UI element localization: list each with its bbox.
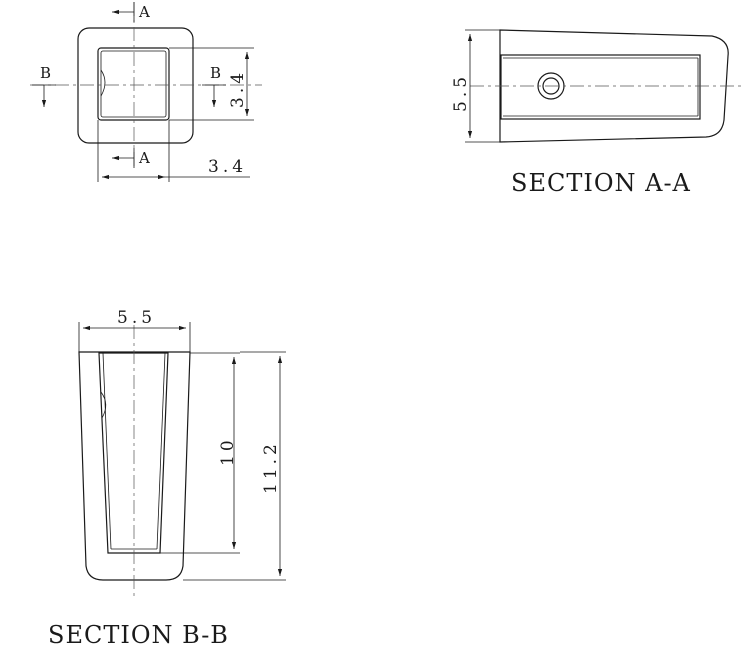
top-view-height-value: 3.4 (228, 69, 248, 108)
top-view: A A B B 3.4 (30, 2, 262, 182)
section-a-height-dimension (465, 29, 500, 143)
section-b-title: SECTION B-B (48, 621, 229, 649)
section-b-total-depth-value: 11.2 (261, 440, 281, 494)
section-b-inner-depth-dimension (160, 352, 240, 554)
section-b-cavity (98, 352, 169, 554)
section-a-view: 5.5 SECTION A-A (451, 29, 742, 197)
top-view-width-dimension (97, 120, 250, 182)
cut-label-a-bottom: A (138, 149, 150, 167)
section-b-view: 5.5 10 11.2 SECTION B-B (48, 308, 286, 649)
section-b-notch (100, 391, 107, 419)
cut-label-b-right: B (210, 64, 221, 82)
section-a-body (499, 29, 729, 143)
section-b-total-depth-dimension (183, 351, 286, 581)
top-view-inner-socket-edge (100, 50, 167, 118)
section-a-height-value: 5.5 (451, 73, 471, 112)
section-b-width-dimension (78, 322, 191, 352)
cut-line-b-right (202, 84, 226, 107)
section-b-body (78, 351, 191, 581)
cut-line-a-top (112, 2, 135, 22)
top-view-outer-outline (77, 27, 194, 144)
section-b-inner-depth-value: 10 (218, 436, 238, 466)
top-view-height-dimension (169, 47, 254, 121)
section-a-title: SECTION A-A (511, 169, 691, 197)
cut-line-b-left (32, 84, 56, 107)
section-b-width-value: 5.5 (117, 308, 156, 328)
top-view-notch (100, 69, 106, 97)
section-a-cavity (500, 54, 701, 120)
top-view-inner-socket (97, 47, 170, 121)
cut-label-a-top: A (138, 3, 150, 21)
top-view-width-value: 3.4 (208, 157, 247, 177)
cut-line-a-bottom (112, 148, 135, 168)
cut-label-b-left: B (40, 64, 51, 82)
